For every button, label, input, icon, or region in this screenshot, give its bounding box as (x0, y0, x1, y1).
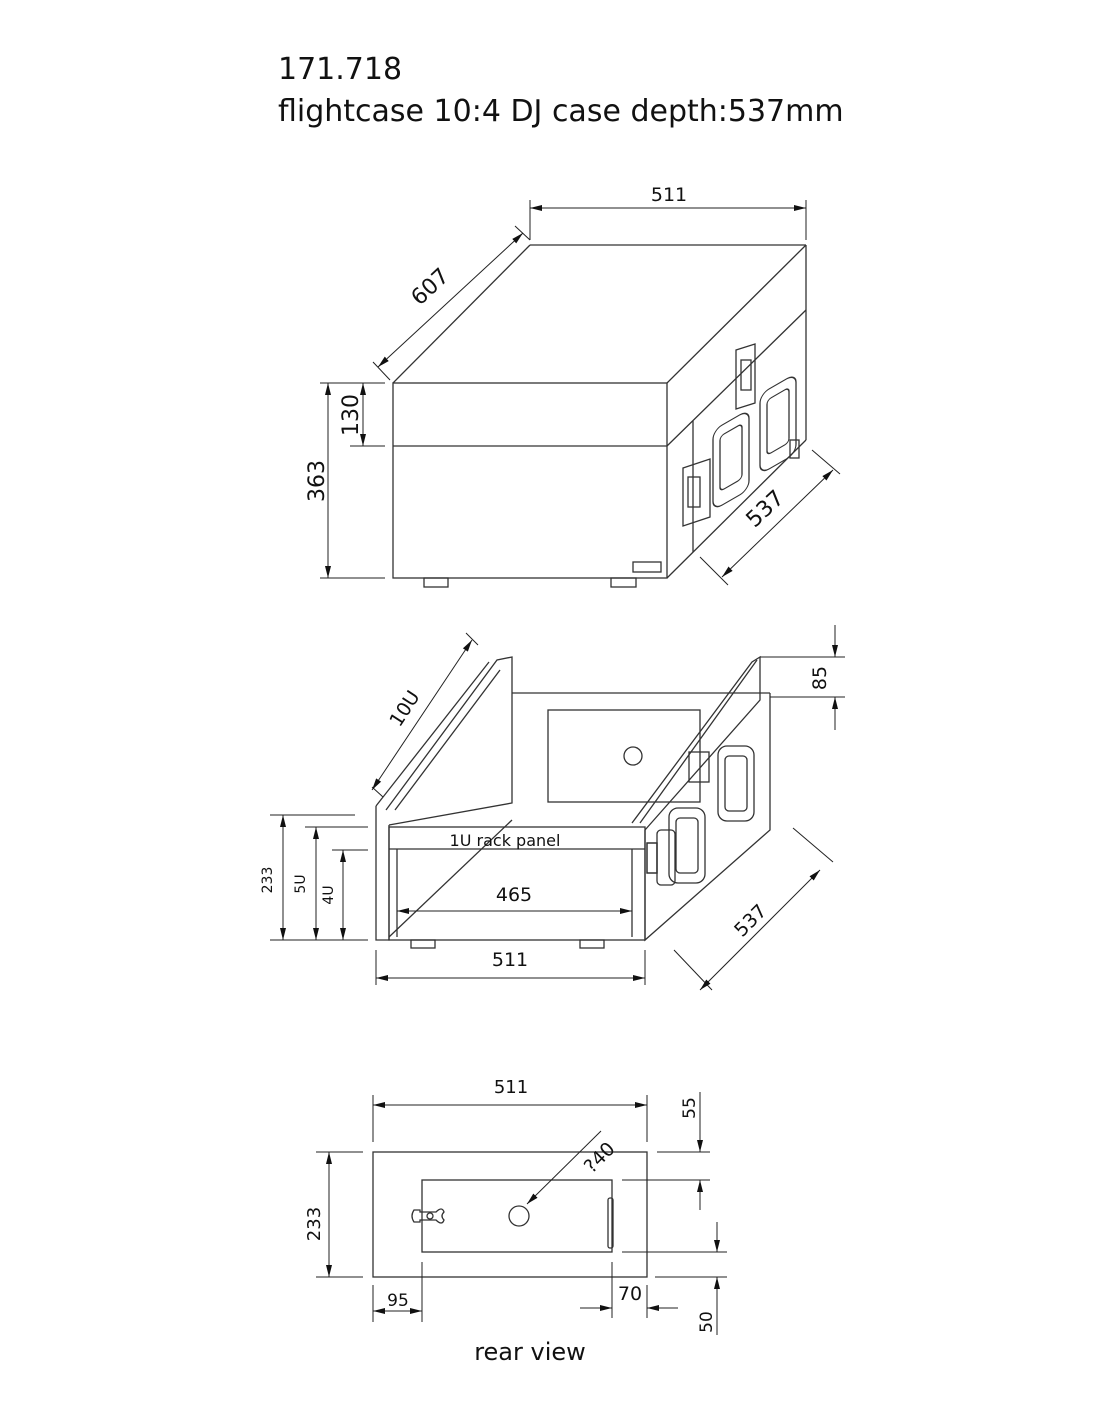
dim-right-offset: 70 (618, 1283, 642, 1305)
rack-panel-label: 1U rack panel (450, 831, 561, 850)
dim-height: 233 (304, 1207, 325, 1241)
dim-top-height: 85 (809, 666, 831, 690)
handle-icon (646, 745, 755, 886)
dim-hole-diameter: ?40 (580, 1138, 620, 1178)
dim-4u: 4U (321, 885, 337, 904)
dim-rack-units: 10U (385, 687, 424, 731)
dim-width: 511 (651, 184, 687, 206)
dim-top-offset: 55 (680, 1097, 700, 1119)
dim-width: 511 (494, 1077, 528, 1098)
dim-lid-height: 130 (339, 394, 364, 436)
dim-inner-width: 465 (496, 884, 532, 906)
latch-icon (682, 343, 756, 527)
dim-depth: 537 (730, 900, 771, 941)
dim-width: 511 (492, 949, 528, 971)
dim-height: 363 (305, 460, 330, 502)
dim-left-offset: 95 (387, 1291, 409, 1311)
closed-case-view: 511 607 130 363 537 (305, 184, 841, 588)
drawing-title: flightcase 10:4 DJ case depth:537mm (278, 94, 844, 129)
rear-view: ?40 511 233 55 50 95 70 rear view (304, 1077, 727, 1366)
dim-length: 607 (407, 264, 455, 311)
open-case-view: 1U rack panel 10U 85 233 5U 4U 465 511 5… (260, 625, 845, 991)
dim-5u: 5U (293, 874, 309, 893)
dim-height: 233 (260, 867, 276, 894)
dim-depth: 537 (742, 486, 790, 533)
rear-view-caption: rear view (474, 1338, 586, 1366)
drawing-code: 171.718 (278, 52, 403, 87)
dim-bottom-offset: 50 (697, 1311, 717, 1333)
latch-icon (411, 1208, 445, 1224)
